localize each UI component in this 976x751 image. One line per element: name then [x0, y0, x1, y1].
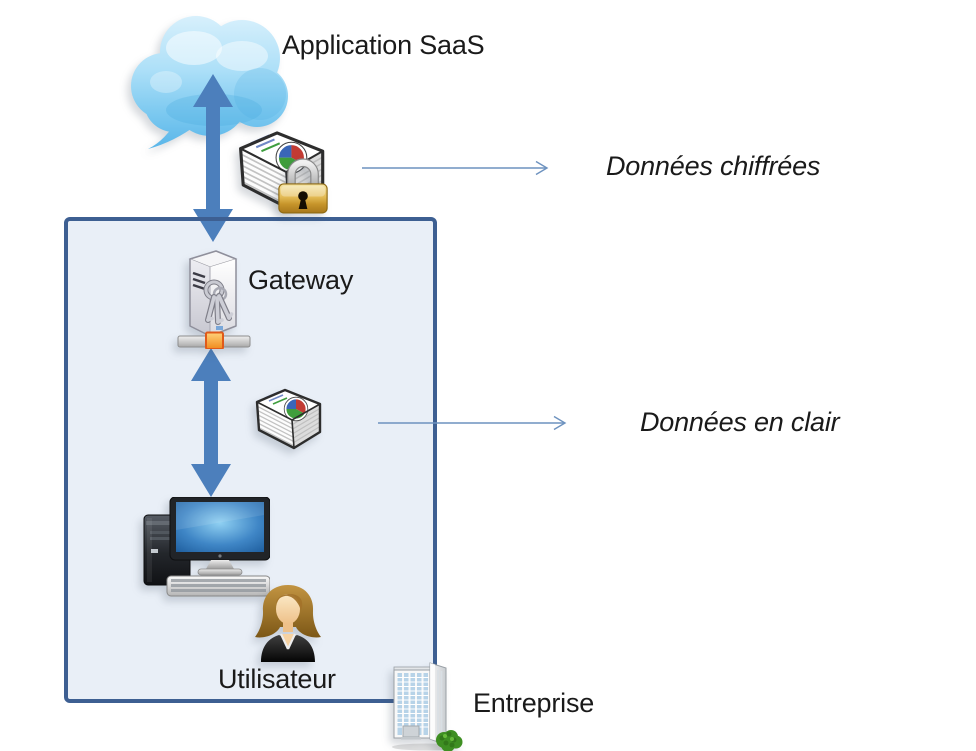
- clear-document-stack-icon: [255, 388, 322, 450]
- cloud-icon: [131, 16, 288, 149]
- desktop-computer-icon: [143, 497, 270, 597]
- encrypted-data-arrow: [362, 160, 549, 176]
- entreprise-label: Entreprise: [473, 688, 595, 718]
- gateway-label: Gateway: [248, 265, 354, 295]
- bush: [436, 730, 463, 751]
- donnees-en-clair-label: Données en clair: [640, 407, 840, 437]
- gateway-server-icon: [177, 250, 251, 349]
- clear-data-arrow: [378, 415, 567, 431]
- enterprise-building-icon: [392, 662, 463, 751]
- user-avatar-icon: [255, 585, 321, 662]
- utilisateur-label: Utilisateur: [218, 664, 336, 694]
- enterprise-boundary: [64, 217, 437, 703]
- keys: [203, 279, 234, 325]
- donnees-chiffrees-label: Données chiffrées: [606, 151, 821, 181]
- application-saas-label: Application SaaS: [282, 30, 485, 60]
- enterprise-boundary-fill: [64, 217, 437, 703]
- cloud-gateway-double-arrow: [193, 74, 233, 242]
- padlock-icon: [278, 158, 328, 214]
- gateway-user-double-arrow: [191, 348, 231, 497]
